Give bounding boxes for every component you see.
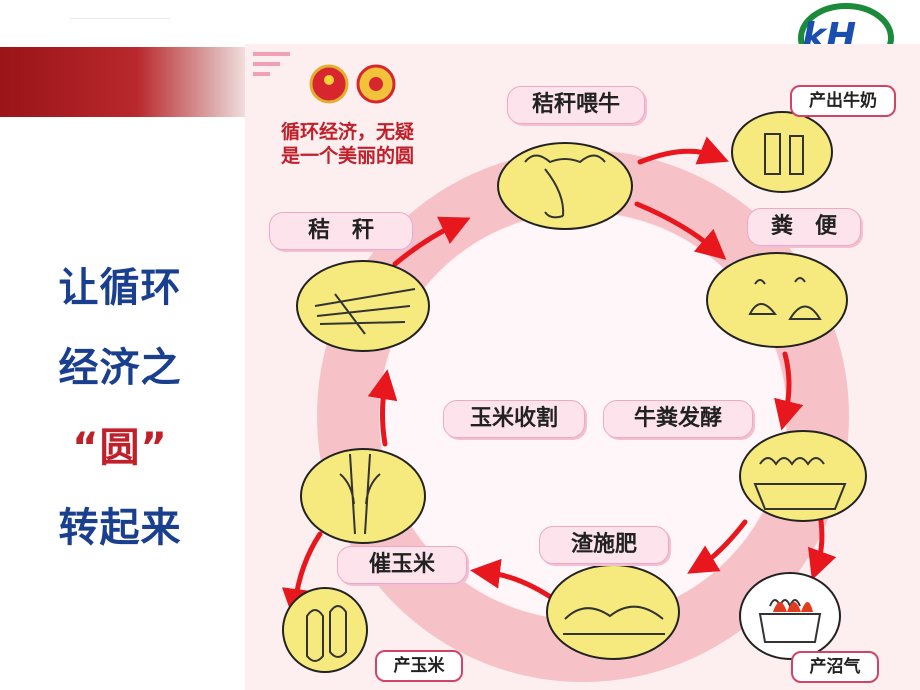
residue-node <box>546 564 680 660</box>
biogas-node <box>739 572 841 660</box>
straw-drawing-icon <box>314 288 416 335</box>
title-line-3: “圆” <box>20 408 220 488</box>
arrow-cow-to-manure <box>634 201 727 260</box>
arrow-harvest-to-straw <box>367 369 398 447</box>
arrow-residue-to-corn <box>470 558 558 603</box>
manure-node <box>706 252 848 348</box>
title-line-2: 经济之 <box>58 345 182 391</box>
output-corn: 产玉米 <box>375 650 463 682</box>
output-milk: 产出牛奶 <box>790 85 896 117</box>
circular-economy-diagram: 循环经济，无疑 是一个美丽的圆 秸秆喂牛 粪 便 牛粪发酵 玉米收割 渣施肥 催… <box>245 44 920 690</box>
title-quote-close: ” <box>140 425 168 471</box>
corn-cob-drawing-icon <box>306 605 347 662</box>
corn-plant-node <box>300 448 426 544</box>
ferment-node <box>739 430 867 522</box>
subtitle-line-1: 循环经济，无疑 <box>281 121 415 143</box>
output-biogas: 产沼气 <box>791 651 879 683</box>
biogas-drawing-icon <box>758 599 822 643</box>
label-straw: 秸 秆 <box>269 212 413 250</box>
milk-bottles-icon <box>764 133 804 175</box>
corner-stripes <box>253 52 290 76</box>
corn-output-node <box>282 587 368 673</box>
diagram-subtitle: 循环经济，无疑 是一个美丽的圆 <box>281 120 491 168</box>
corn-plant-drawing-icon <box>339 453 381 535</box>
biogas-flame-icon <box>773 602 813 612</box>
title-quote-open: “ <box>72 425 100 471</box>
label-manure: 粪 便 <box>747 208 861 246</box>
ferment-drawing-icon <box>753 457 847 510</box>
arrow-ferment-to-residue <box>687 519 748 574</box>
cow-node <box>497 142 633 230</box>
label-residue-fertilizer: 渣施肥 <box>539 526 669 564</box>
arrow-to-corn-output <box>281 531 323 619</box>
emblem-star <box>324 75 334 85</box>
title-quote-word: 圆 <box>99 425 141 471</box>
emblem-center <box>369 77 383 91</box>
slide-title: 让循环 经济之 “圆” 转起来 <box>20 248 220 568</box>
company-logo: kH <box>798 3 894 50</box>
arrow-manure-to-ferment <box>774 351 804 431</box>
arrow-straw-to-cow <box>392 216 471 267</box>
cow-drawing-icon <box>524 154 606 219</box>
label-corn-harvest: 玉米收割 <box>443 400 585 438</box>
title-line-1: 让循环 <box>58 265 182 311</box>
title-band <box>0 47 248 117</box>
manure-drawing-icon <box>748 277 822 320</box>
label-promote-corn: 催玉米 <box>337 546 467 584</box>
label-straw-feed-cow: 秸秆喂牛 <box>507 86 645 124</box>
label-cow-manure-ferment: 牛粪发酵 <box>603 400 753 438</box>
subtitle-line-2: 是一个美丽的圆 <box>281 145 415 167</box>
residue-drawing-icon <box>563 605 665 635</box>
title-line-4: 转起来 <box>58 505 182 551</box>
top-divider-line <box>70 18 170 19</box>
straw-node <box>296 260 430 352</box>
arrow-cow-to-milk <box>637 136 729 165</box>
milk-node <box>731 111 833 193</box>
